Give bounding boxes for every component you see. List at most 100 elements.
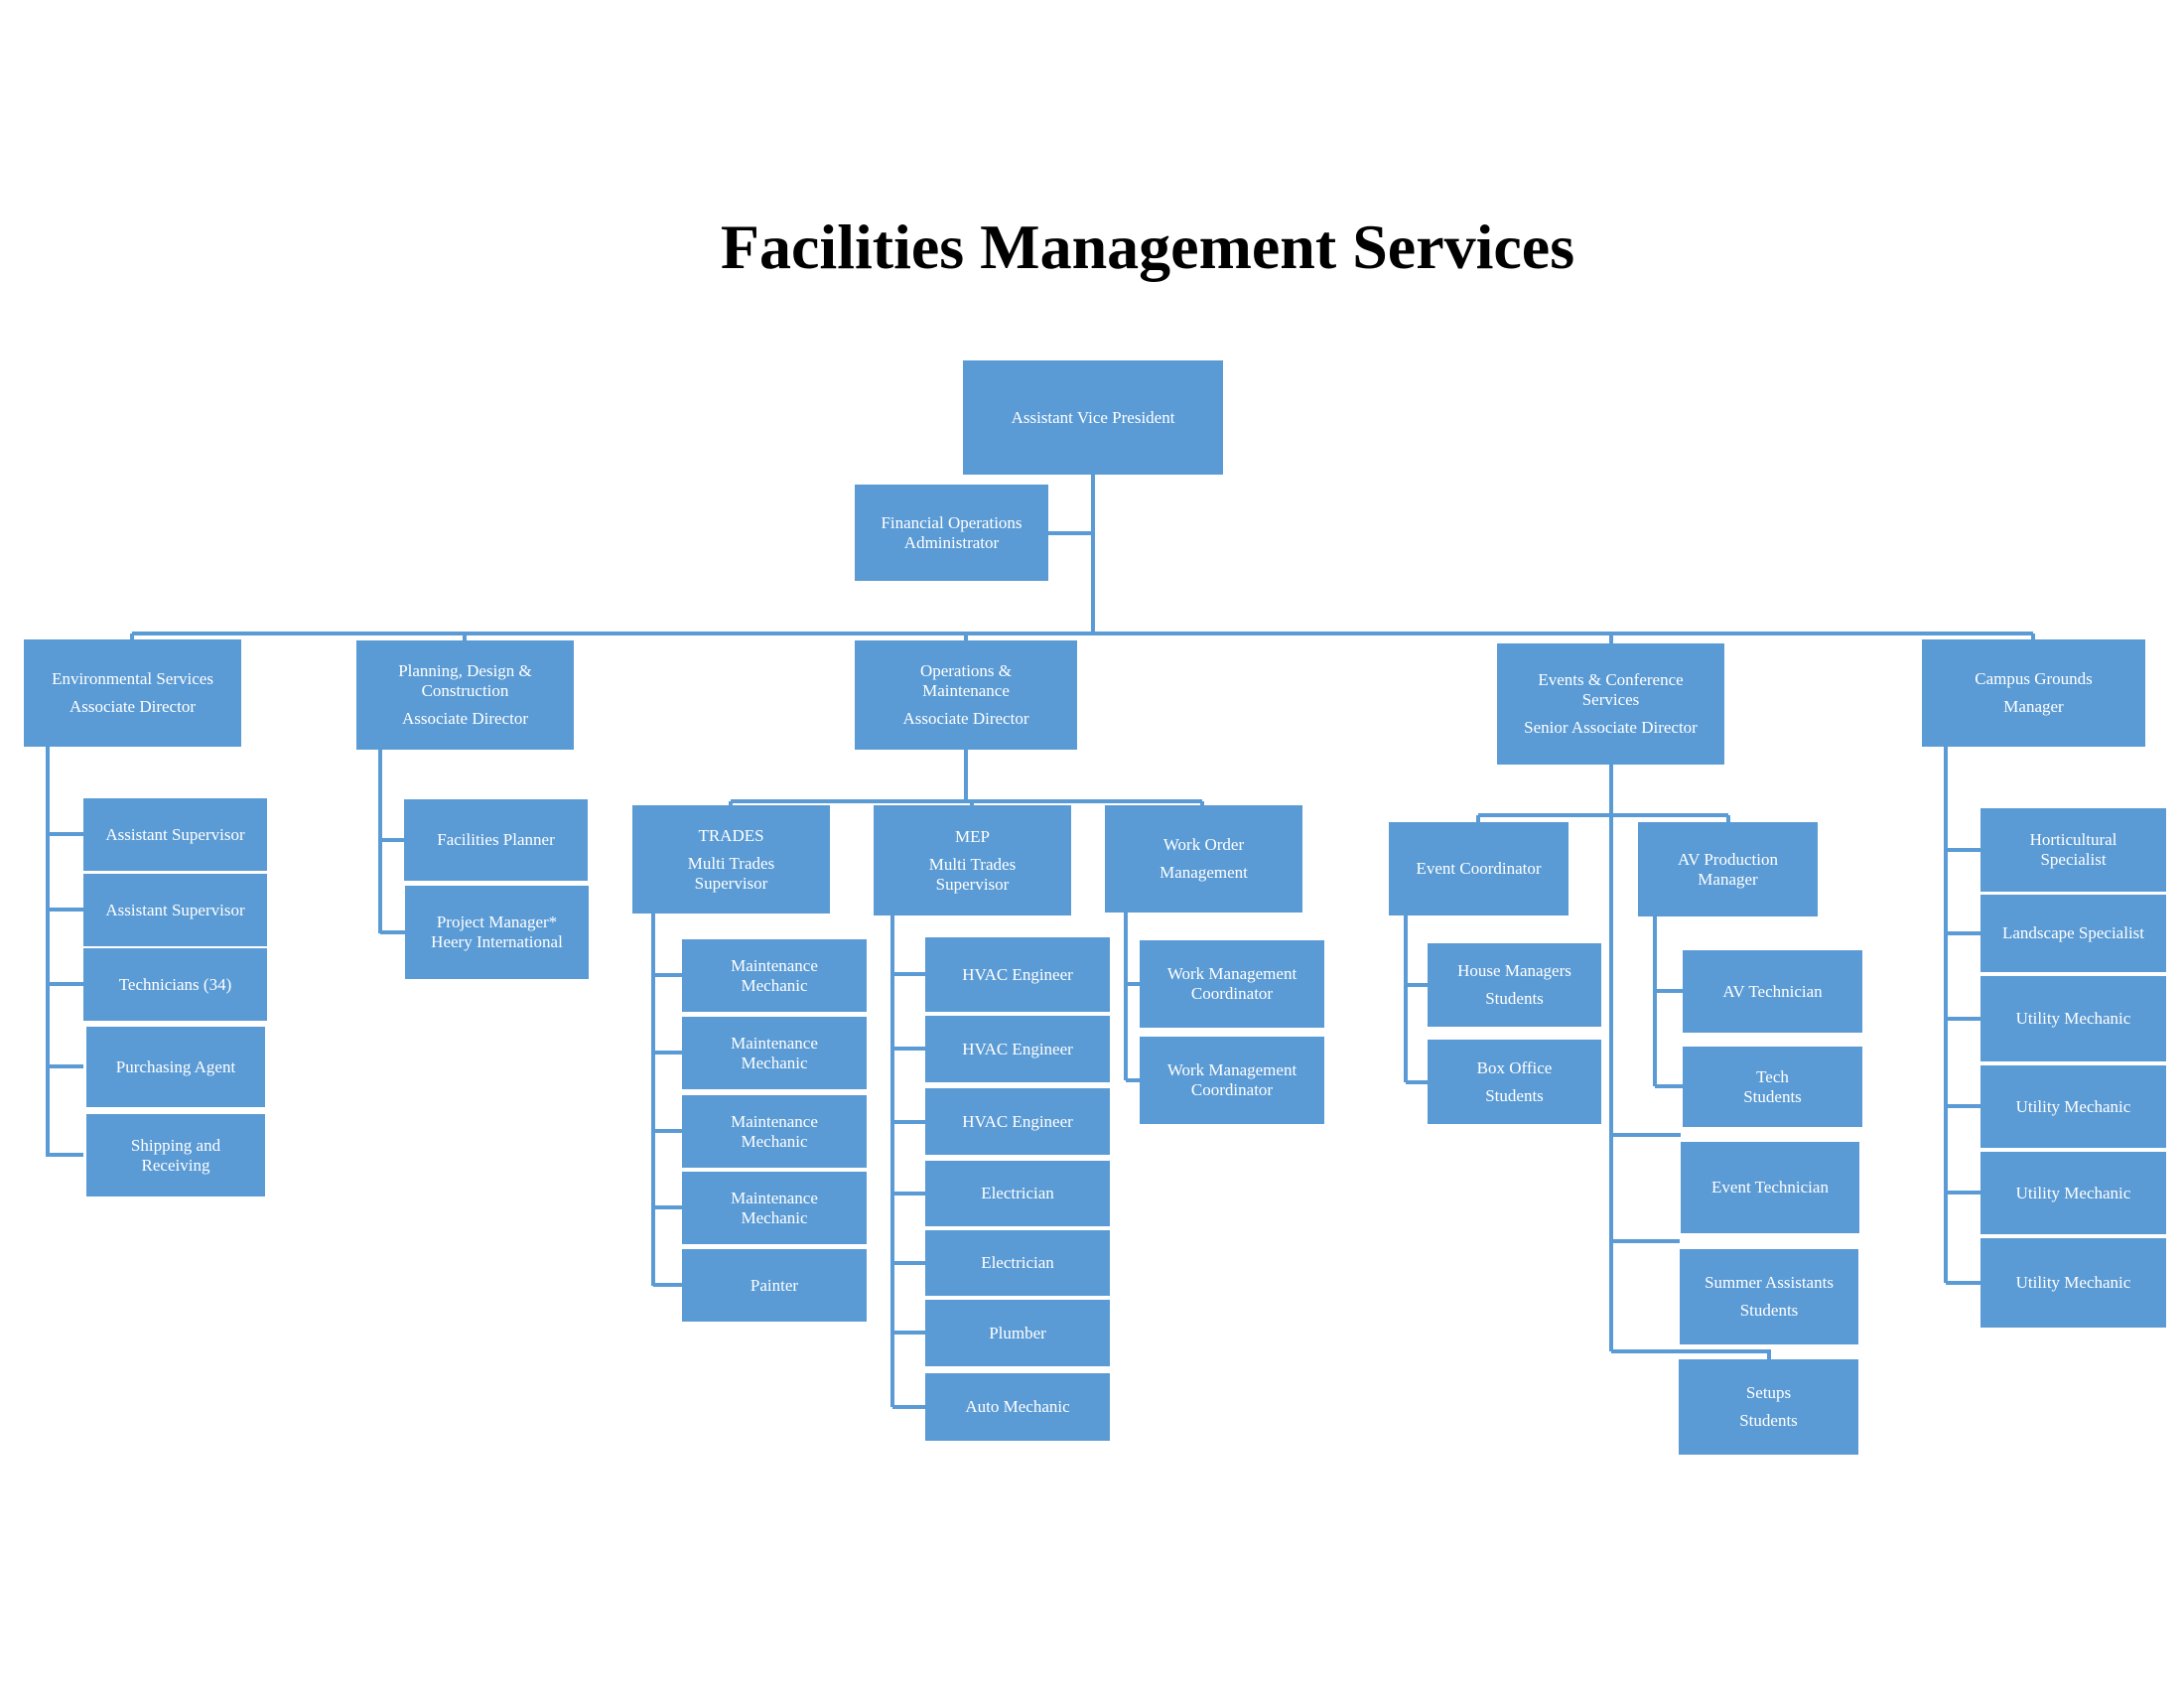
box-label-line: Coordinator	[1190, 1080, 1274, 1099]
org-box-cg4: Utility Mechanic	[1980, 1065, 2166, 1148]
box-label-line: Planning, Design &	[398, 661, 532, 680]
box-label-line: Students	[1485, 989, 1544, 1008]
org-box-cg2: Landscape Specialist	[1980, 895, 2166, 972]
box-label-line: Landscape Specialist	[2001, 923, 2145, 942]
box-label-line: Services	[1581, 690, 1640, 709]
box-label-line: Painter	[750, 1275, 799, 1295]
connector	[132, 475, 2033, 635]
box-label-line: Specialist	[2040, 850, 2107, 869]
box-label-line: AV Technician	[1722, 981, 1823, 1001]
box-label-line: Technicians (34)	[118, 974, 232, 994]
box-label-line: Utility Mechanic	[2015, 1009, 2131, 1028]
box-label-line: Shipping and	[130, 1135, 221, 1155]
connector	[651, 914, 682, 1287]
box-label-line: Mechanic	[741, 1053, 808, 1072]
org-box-pdc1: Facilities Planner	[404, 799, 588, 881]
org-box-mep6: Plumber	[925, 1300, 1110, 1366]
org-box-env4: Purchasing Agent	[86, 1027, 265, 1107]
box-label-line: Supervisor	[694, 873, 768, 893]
box-label-line: HVAC Engineer	[962, 1111, 1073, 1131]
box-label-line: Administrator	[903, 532, 1000, 552]
box-label-line: Campus Grounds	[1975, 669, 2093, 688]
box-label-line: HVAC Engineer	[962, 964, 1073, 984]
connector	[1653, 916, 1683, 1088]
box-label-line: Facilities Planner	[437, 830, 555, 849]
chart-title: Facilities Management Services	[720, 211, 1575, 282]
box-label-line: Multi Trades	[928, 854, 1017, 874]
connector	[729, 750, 1204, 805]
box-label-line: Electrician	[981, 1184, 1054, 1202]
box-label-line: Senior Associate Director	[1524, 718, 1698, 737]
box-label-line: Associate Director	[69, 697, 196, 716]
box-label-line: TRADES	[698, 825, 764, 845]
connector	[1611, 1133, 1771, 1359]
connector	[1404, 915, 1428, 1084]
box-label-line: Assistant Supervisor	[105, 900, 245, 919]
box-label-line: Work Order	[1162, 835, 1245, 854]
connector	[1124, 913, 1140, 1082]
box-label-line: Financial Operations	[881, 512, 1023, 532]
org-box-env2: Assistant Supervisor	[83, 874, 267, 946]
org-box-pdc2: Project Manager*Heery International	[405, 886, 589, 979]
box-label-line: Receiving	[141, 1155, 210, 1175]
box-label-line: MEP	[955, 826, 990, 846]
connector	[890, 915, 925, 1409]
org-box-cg3: Utility Mechanic	[1980, 976, 2166, 1061]
box-label-line: Assistant Supervisor	[105, 824, 245, 844]
box-label-line: Event Technician	[1711, 1178, 1829, 1196]
box-label-line: Supervisor	[935, 874, 1010, 894]
box-label-line: Heery International	[431, 932, 563, 951]
box-label-line: Assistant Vice President	[1011, 407, 1175, 427]
box-label-line: Management	[1160, 863, 1248, 882]
connector	[1944, 747, 1980, 1285]
box-label-line: AV Production	[1678, 849, 1778, 869]
box-label-line: Environmental Services	[52, 669, 213, 688]
org-box-mep2: HVAC Engineer	[925, 1016, 1110, 1082]
box-label-line: Purchasing Agent	[115, 1056, 236, 1076]
box-label-line: Box Office	[1476, 1057, 1553, 1077]
box-label-line: Setups	[1745, 1383, 1792, 1402]
box-label-line: Maintenance	[731, 955, 818, 975]
box-label-line: Students	[1485, 1085, 1544, 1105]
box-label-line: Events & Conference	[1538, 670, 1684, 689]
box-label-line: Work Management	[1166, 1060, 1297, 1079]
box-label-line: Multi Trades	[687, 853, 775, 873]
org-box-cg5: Utility Mechanic	[1980, 1152, 2166, 1234]
box-label-line: Maintenance	[731, 1033, 818, 1053]
box-label-line: Mechanic	[741, 1131, 808, 1151]
box-label-line: Coordinator	[1190, 984, 1274, 1003]
connector	[46, 747, 83, 1157]
org-box-mep7: Auto Mechanic	[925, 1373, 1110, 1441]
box-label-line: Event Coordinator	[1416, 859, 1542, 878]
org-box-ec: Event Coordinator	[1389, 822, 1569, 915]
box-label-line: Maintenance	[731, 1111, 818, 1131]
org-box-env3: Technicians (34)	[83, 948, 267, 1021]
org-box-av1: AV Technician	[1683, 950, 1862, 1033]
box-label-line: Students	[1739, 1301, 1799, 1320]
box-label-line: HVAC Engineer	[962, 1039, 1073, 1058]
connector	[378, 750, 405, 934]
org-box-tr5: Painter	[682, 1249, 867, 1322]
org-box-mep1: HVAC Engineer	[925, 937, 1110, 1012]
connector	[1476, 765, 1730, 1351]
box-label-line: Plumber	[989, 1323, 1046, 1342]
box-label-line: Horticultural	[2029, 830, 2117, 849]
box-label-line: Utility Mechanic	[2015, 1096, 2131, 1116]
